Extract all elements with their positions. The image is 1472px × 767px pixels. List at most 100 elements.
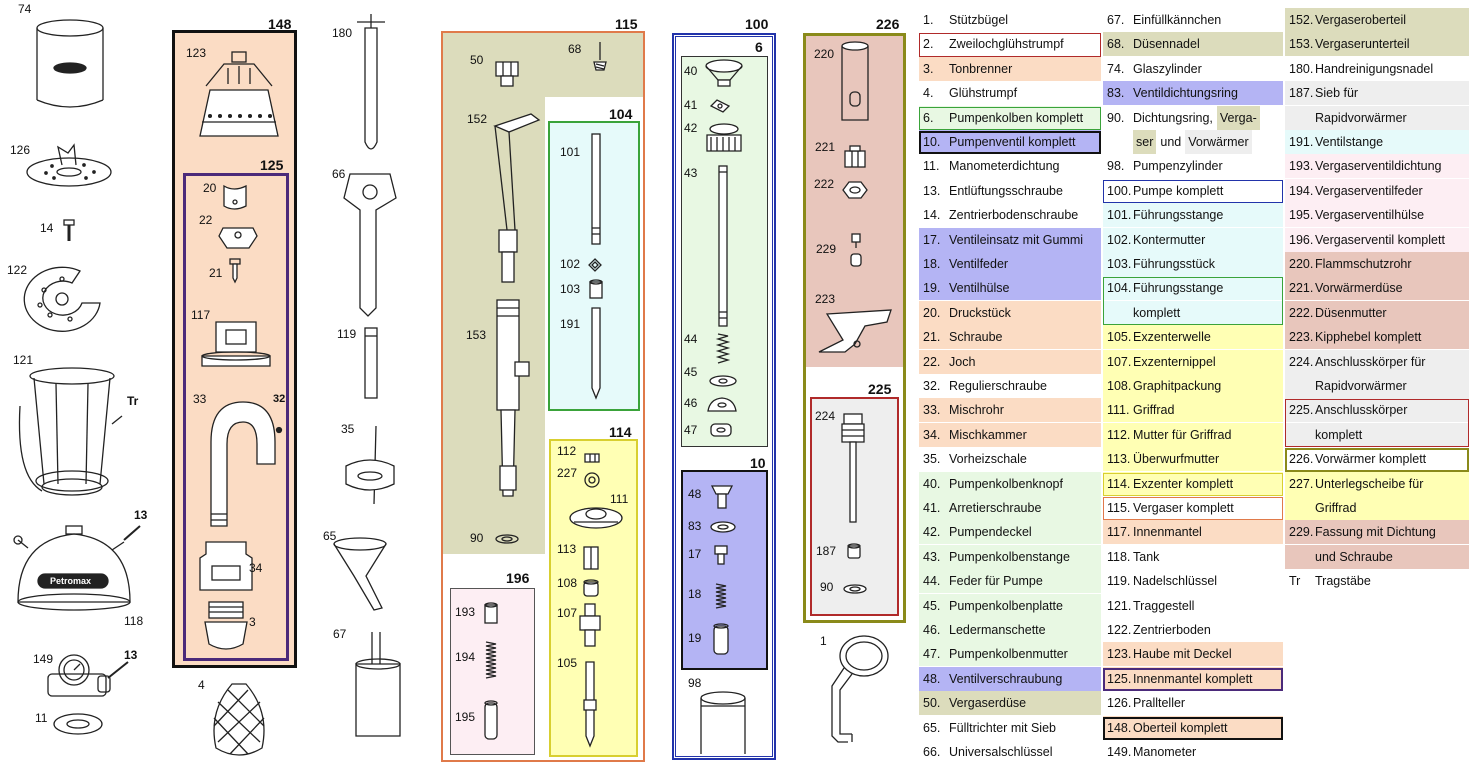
legend-number: 152. xyxy=(1289,13,1314,27)
legend-text: Stützbügel xyxy=(949,13,1009,27)
callout-33: 33 xyxy=(193,392,207,406)
carburetor-nozzle-drawing xyxy=(495,61,519,87)
legend-text: Anschlusskörper für xyxy=(1315,354,1426,369)
callout-126: 126 xyxy=(10,143,31,157)
tilting-lever-drawing xyxy=(818,309,892,353)
callout-108: 108 xyxy=(557,576,578,590)
carburetor-upper-drawing xyxy=(493,113,541,283)
callout-32: 32 xyxy=(273,393,286,405)
callout-229: 229 xyxy=(816,242,837,256)
legend-row: 180.Handreinigungsnadel xyxy=(1285,57,1469,81)
legend-row: Griffrad xyxy=(1285,496,1469,520)
legend-text: Schraube xyxy=(949,330,1003,345)
centering-base-drawing xyxy=(23,266,101,332)
valve-rod-drawing xyxy=(591,307,601,400)
legend-row: 148.Oberteil komplett xyxy=(1103,715,1283,740)
legend-text: Graphitpackung xyxy=(1133,379,1222,393)
legend-number: 13. xyxy=(923,183,941,198)
callout-40: 40 xyxy=(684,64,698,78)
legend-row: 126.Prallteller xyxy=(1103,691,1283,715)
valve-spring-18-drawing xyxy=(715,583,727,609)
legend-row: 68.Düsennadel xyxy=(1103,32,1283,57)
callout-103: 103 xyxy=(560,282,581,296)
callout-101: 101 xyxy=(560,145,581,159)
legend-number: 14. xyxy=(923,208,941,223)
piston-nut-drawing xyxy=(710,423,732,437)
legend-text: Haube mit Deckel xyxy=(1133,647,1232,662)
legend-text: Exzenterwelle xyxy=(1133,330,1211,345)
support-frame-drawing xyxy=(18,367,123,496)
callout-3: 3 xyxy=(249,615,256,629)
callout-34: 34 xyxy=(249,561,263,575)
legend-number: 101. xyxy=(1107,208,1132,223)
legend-text: Pumpenkolbenstange xyxy=(949,549,1070,564)
legend-row: 46.Ledermanschette xyxy=(919,618,1101,642)
legend-number: 32. xyxy=(923,379,941,393)
callout-1: 1 xyxy=(820,634,827,648)
legend-text: Vorheizschale xyxy=(949,452,1027,467)
callout-119: 119 xyxy=(337,327,357,341)
legend-row: 115.Vergaser komplett xyxy=(1103,496,1283,520)
legend-text: Universalschlüssel xyxy=(949,745,1053,759)
eccentric-nipple-drawing xyxy=(579,603,601,647)
legend-text: Pumpenkolbenplatte xyxy=(949,598,1063,613)
legend-row: 108.Graphitpackung xyxy=(1103,374,1283,398)
legend-number: 19. xyxy=(923,281,941,296)
legend-row: 105.Exzenterwelle xyxy=(1103,325,1283,350)
legend-row: 229.Fassung mit Dichtung xyxy=(1285,520,1469,545)
callout-83: 83 xyxy=(688,519,702,533)
legend-number: 226. xyxy=(1289,452,1314,467)
legend-row: und Schraube xyxy=(1285,544,1469,569)
legend-row: 45.Pumpenkolbenplatte xyxy=(919,593,1101,618)
legend-row: Rapidvorwärmer xyxy=(1285,374,1469,398)
legend-number: 122. xyxy=(1107,623,1132,637)
legend-row: 3.Tonbrenner xyxy=(919,56,1101,81)
legend-number: 20. xyxy=(923,305,941,320)
legend-text: Pumpenkolbenmutter xyxy=(949,647,1068,662)
legend-number: 10. xyxy=(923,135,941,149)
legend-highlight-border xyxy=(919,106,1101,130)
legend-row: 194.Vergaserventilfeder xyxy=(1285,178,1469,203)
legend-text: Vergaserventildichtung xyxy=(1315,159,1442,174)
legend-number: 221. xyxy=(1289,281,1314,296)
callout-44: 44 xyxy=(684,332,698,346)
legend-number: 48. xyxy=(923,671,941,686)
legend-text: Pumpe komplett xyxy=(1133,183,1224,198)
legend-number: 4. xyxy=(923,86,934,101)
legend-text: Vergaserventil komplett xyxy=(1315,232,1445,247)
universal-key-drawing xyxy=(343,173,397,317)
group-114-box xyxy=(549,439,638,757)
legend-row: 224.Anschlusskörper für xyxy=(1285,349,1469,374)
legend-text: komplett xyxy=(1315,427,1363,442)
legend-highlight-border xyxy=(919,33,1101,57)
gasket-90-preheater-drawing xyxy=(843,584,867,594)
legend-number: 111. xyxy=(1107,403,1130,418)
legend-text: Vergaserventilfeder xyxy=(1315,183,1423,198)
legend-row: 123.Haube mit Deckel xyxy=(1103,642,1283,667)
legend-number: 3. xyxy=(923,61,934,76)
legend-number: 90. xyxy=(1107,110,1125,125)
legend-number: 112. xyxy=(1107,427,1131,442)
legend-row: 48.Ventilverschraubung xyxy=(919,666,1101,691)
funnel-drawing xyxy=(333,537,387,611)
legend-text: Pumpenzylinder xyxy=(1133,159,1223,174)
legend-text: ser xyxy=(1133,130,1157,154)
legend-number: 40. xyxy=(923,476,941,491)
group-115-box xyxy=(441,31,645,762)
legend-row: 22.Joch xyxy=(919,349,1101,374)
guide-rod-drawing xyxy=(591,133,601,245)
legend-number: 224. xyxy=(1289,354,1314,369)
legend-row: 67.Einfüllkännchen xyxy=(1103,8,1283,32)
lock-nut-drawing xyxy=(588,258,602,272)
callout-65: 65 xyxy=(323,529,337,543)
nozzle-needle-drawing xyxy=(593,42,607,71)
legend-row: 152.Vergaseroberteil xyxy=(1285,8,1469,32)
legend-row: 226.Vorwärmer komplett xyxy=(1285,447,1469,471)
legend-text: Griffrad xyxy=(1133,403,1175,418)
legend-row: komplett xyxy=(1103,300,1283,325)
nozzle-nut-drawing xyxy=(842,181,868,199)
callout-74: 74 xyxy=(18,2,32,16)
group-125-label: 125 xyxy=(260,157,284,173)
callout-98: 98 xyxy=(688,676,702,690)
callout-123: 123 xyxy=(186,46,207,60)
